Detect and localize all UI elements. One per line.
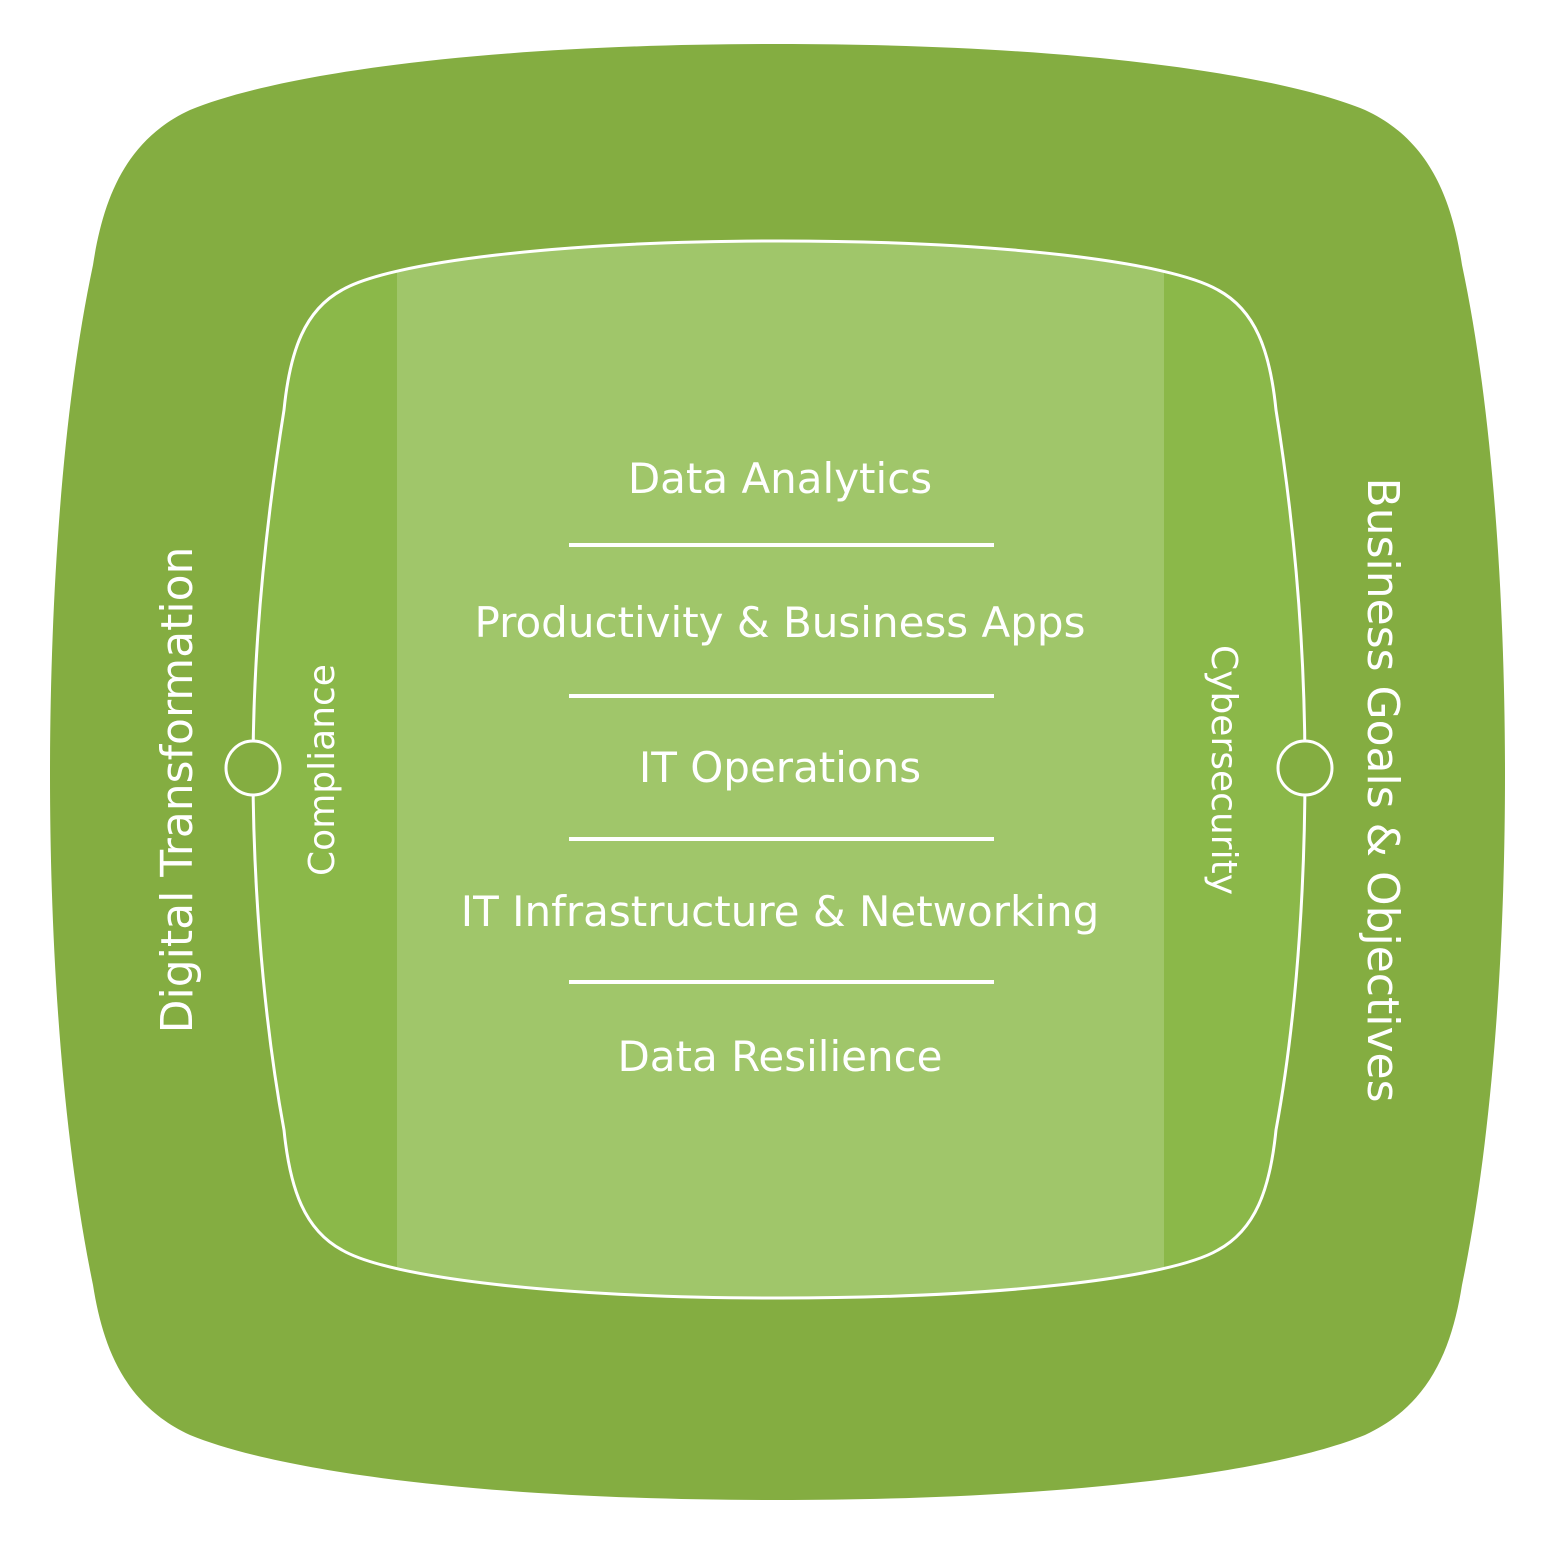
outer-label-right: Business Goals & Objectives <box>1357 478 1408 1103</box>
center-item-it-infrastructure: IT Infrastructure & Networking <box>461 887 1100 936</box>
center-item-data-resilience: Data Resilience <box>617 1032 942 1081</box>
center-column <box>397 241 1164 1298</box>
inner-label-right: Cybersecurity <box>1203 645 1244 895</box>
right-connector-circle <box>1276 739 1334 797</box>
inner-label-left: Compliance <box>302 664 343 876</box>
center-item-productivity-apps: Productivity & Business Apps <box>475 598 1086 647</box>
center-item-data-analytics: Data Analytics <box>628 454 932 503</box>
inner-layer-outline <box>251 239 1307 1300</box>
center-item-it-operations: IT Operations <box>639 743 921 792</box>
left-connector-circle <box>224 739 282 797</box>
outer-label-left: Digital Transformation <box>152 547 203 1034</box>
